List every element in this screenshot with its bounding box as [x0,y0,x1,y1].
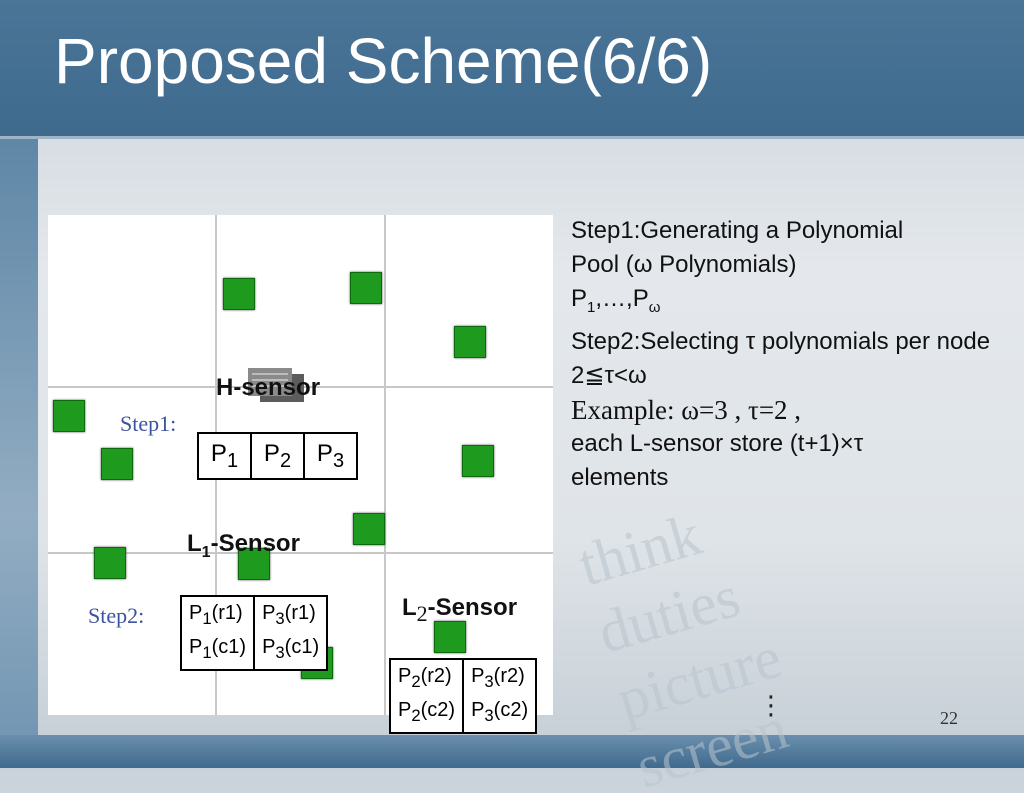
l1-sensor-label: L1-Sensor [187,530,300,561]
sensor-node-icon [223,278,255,310]
storage-line-2: elements [571,463,669,491]
step2-label: Step2: [88,603,145,628]
l1-sensor-table: P1(r1) P1(c1) P3(r1) P3(c1) [179,595,329,671]
pool-cell: P3 [303,432,358,480]
title-bar: Proposed Scheme(6/6) [0,0,1024,139]
l2-table-cell: P2(r2) P2(c2) [388,658,465,734]
sensor-node-icon [353,513,385,545]
storage-line: each L-sensor store (t+1)×τ [571,429,864,457]
pool-cell: P2 [250,432,305,480]
step-description: Step1:Generating a Polynomial Pool (ω Po… [571,214,1024,514]
polynomial-pool-table: P1 P2 P3 [197,432,358,480]
slide-title: Proposed Scheme(6/6) [54,25,713,97]
bottom-decoration-bar [0,735,1024,768]
h-sensor-icon [248,368,304,402]
sensor-node-icon [434,621,466,653]
left-decoration-bar [0,139,38,768]
step2-heading: Step2:Selecting τ polynomials per node [571,327,991,355]
grid-line [384,215,386,715]
continuation-dots: ⋮ [758,690,784,720]
sensor-node-icon [462,445,494,477]
l2-sensor-table: P2(r2) P2(c2) P3(r2) P3(c2) [388,658,538,734]
sensor-node-icon [94,547,126,579]
slide-number: 22 [940,708,958,728]
sensor-node-icon [53,400,85,432]
pool-cell: P1 [197,432,252,480]
sensor-node-icon [350,272,382,304]
grid-line [48,552,553,554]
step1-detail: Pool (ω Polynomials) [571,251,797,278]
l2-sensor-label: L2-Sensor [402,594,518,626]
step2-range: 2≦τ<ω [571,361,647,389]
l1-table-cell: P3(r1) P3(c1) [253,595,329,671]
l2-table-cell: P3(r2) P3(c2) [462,658,538,734]
step1-heading: Step1:Generating a Polynomial [571,217,904,244]
example-line: Example: ω=3 , τ=2 , [571,394,802,425]
sensor-node-icon [454,326,486,358]
h-sensor-label: H-sensor [216,374,321,401]
sensor-node-icon [101,448,133,480]
step1-label: Step1: [120,411,177,436]
sensor-node-icon [238,548,270,580]
l1-table-cell: P1(r1) P1(c1) [179,595,256,671]
pool-range: P1,…,Pω [571,285,661,316]
